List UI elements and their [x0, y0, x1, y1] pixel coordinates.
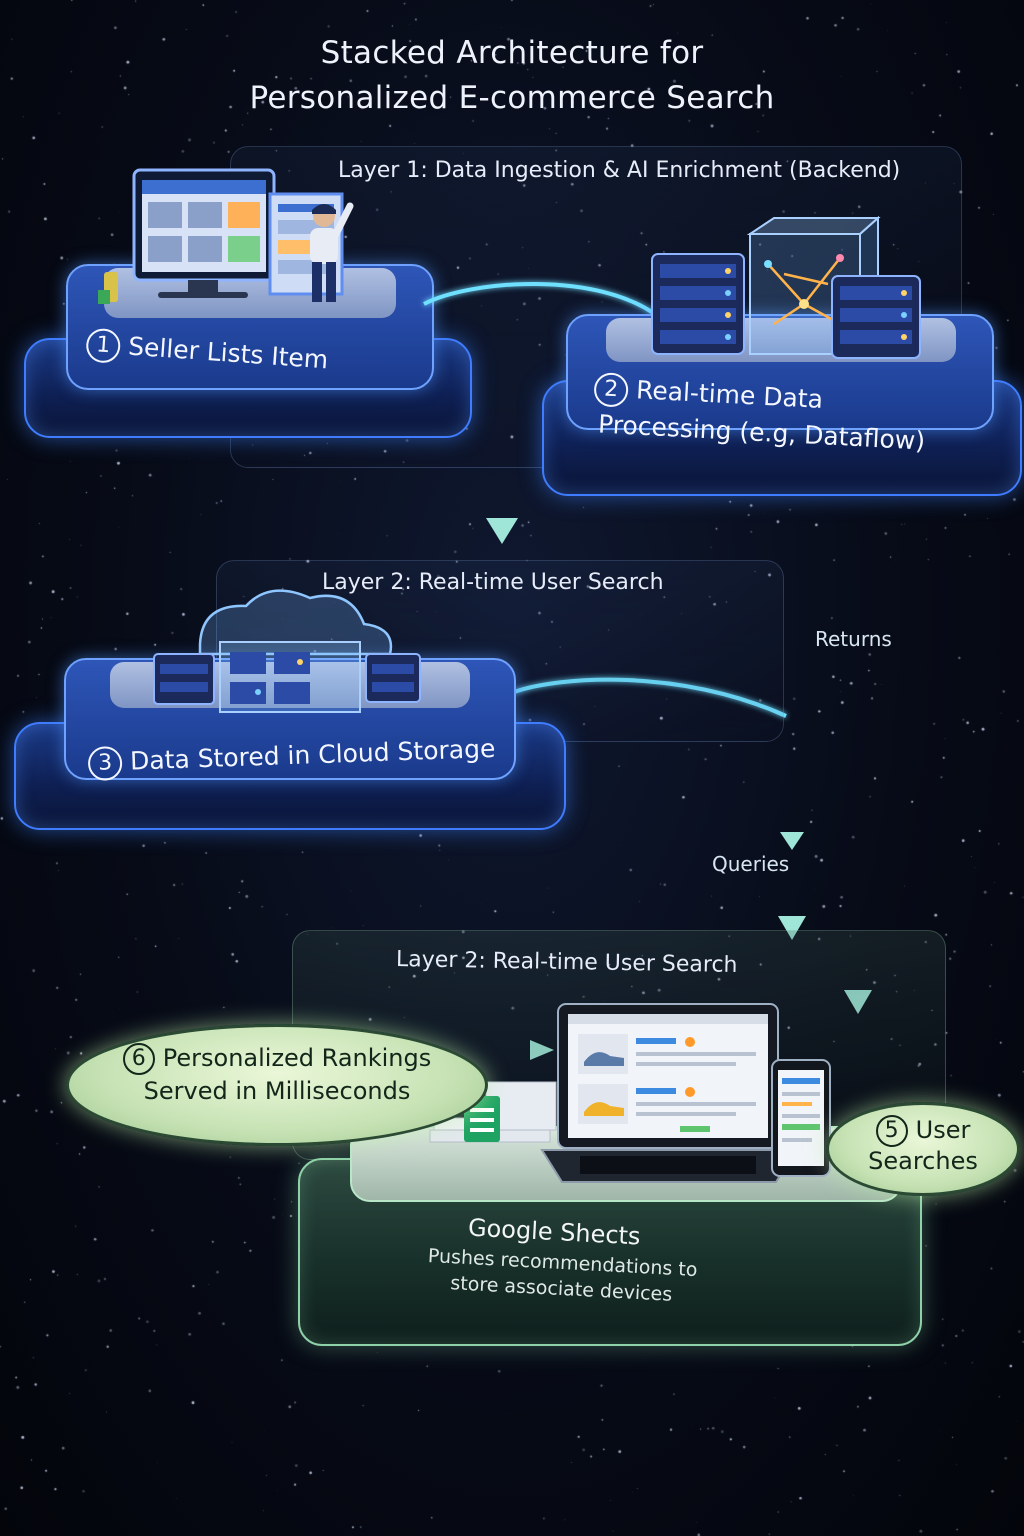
- connector-3-queries: [513, 677, 787, 718]
- step-3-number: 3: [87, 745, 123, 782]
- queries-label: Queries: [712, 852, 790, 876]
- step-2-number: 2: [593, 372, 630, 408]
- spreadsheet-icon: [429, 1081, 557, 1143]
- step-6-number: 6: [122, 1043, 155, 1075]
- returns-label: Returns: [815, 627, 892, 651]
- layer-1-label: Layer 1: Data Ingestion & AI Enrichment …: [338, 158, 901, 183]
- cloud-icon: [153, 589, 421, 713]
- queries-arrow-mid: [780, 832, 804, 850]
- connector-1-2: [423, 282, 662, 320]
- queries-arrow-end: [778, 916, 806, 940]
- step-6-text-line-2: Served in Milliseconds: [143, 1077, 411, 1105]
- server-rack-small-icon: [831, 275, 921, 359]
- down-arrow-head: [486, 518, 518, 544]
- desk-items-icon: [98, 272, 118, 304]
- step-5-text-line-1: User: [915, 1116, 971, 1144]
- step-6-text-line-1: Personalized Rankings: [162, 1044, 432, 1072]
- seller-person-icon: [310, 202, 354, 302]
- server-rack-icon: [651, 253, 745, 355]
- step-5-text-line-2: Searches: [868, 1147, 978, 1175]
- returns-arrow-end: [844, 990, 872, 1014]
- monitor-icon: [132, 168, 344, 298]
- diagram-title-line-2: Personalized E-commerce Search: [249, 80, 775, 116]
- laptop-icon: [540, 1003, 798, 1183]
- layer-2-top-label: Layer 2: Real-time User Search: [322, 570, 664, 595]
- phone-icon: [771, 1059, 831, 1177]
- step-5-number: 5: [875, 1115, 908, 1147]
- rankings-arrow-head: [530, 1040, 554, 1060]
- diagram-title-line-1: Stacked Architecture for: [320, 35, 704, 71]
